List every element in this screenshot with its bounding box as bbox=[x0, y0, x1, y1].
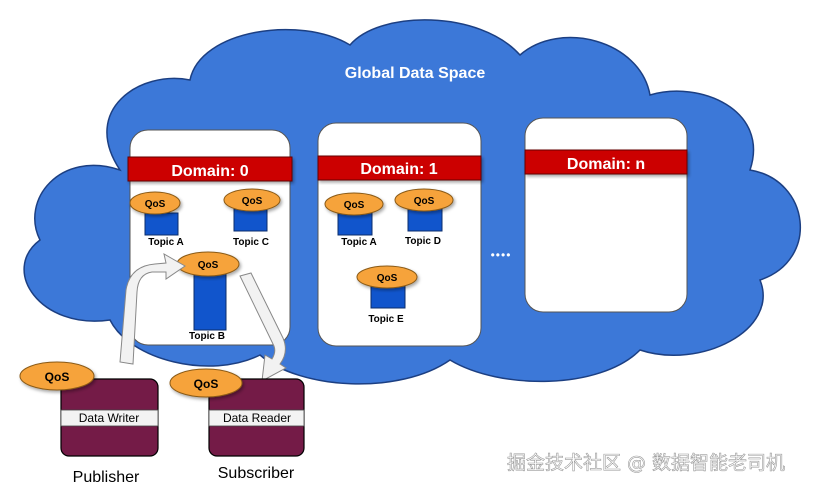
qos-label: QoS bbox=[414, 196, 435, 207]
topic-e-domain-1: QoS Topic E bbox=[356, 265, 418, 325]
publish-arrow bbox=[119, 253, 186, 365]
watermark: 掘金技术社区 @ 数据智能老司机 bbox=[507, 452, 785, 474]
global-data-space-title: Global Data Space bbox=[345, 65, 486, 82]
domain-n: Domain: n bbox=[524, 117, 688, 313]
data-reader-label: Data Reader bbox=[223, 411, 291, 425]
topic-a-domain-0: QoS Topic A bbox=[129, 191, 184, 248]
topic-label: Topic E bbox=[368, 314, 404, 325]
domain-1-label: Domain: 1 bbox=[360, 161, 437, 178]
subscribe-arrow bbox=[239, 272, 287, 382]
domain-n-label: Domain: n bbox=[567, 156, 645, 173]
qos-label: QoS bbox=[194, 377, 219, 391]
data-writer-label: Data Writer bbox=[79, 411, 139, 425]
topic-b-domain-0: QoS Topic B bbox=[176, 251, 240, 342]
topic-a-domain-1: QoS Topic A bbox=[324, 192, 384, 248]
topic-label: Topic A bbox=[341, 237, 377, 248]
topic-label: Topic D bbox=[405, 236, 441, 247]
topic-c-domain-0: QoS Topic C bbox=[223, 188, 281, 248]
data-writer: Data Writer QoS bbox=[19, 361, 159, 457]
qos-label: QoS bbox=[377, 273, 398, 284]
more-domains-ellipsis: •••• bbox=[491, 248, 512, 262]
topic-d-domain-1: QoS Topic D bbox=[394, 188, 454, 247]
topic-label: Topic B bbox=[189, 331, 225, 342]
subscriber-label: Subscriber bbox=[218, 465, 295, 482]
domain-1: Domain: 1 bbox=[317, 122, 482, 347]
publisher-label: Publisher bbox=[73, 469, 140, 486]
qos-label: QoS bbox=[344, 200, 365, 211]
domain-0-label: Domain: 0 bbox=[171, 163, 248, 180]
topic-label: Topic C bbox=[233, 237, 269, 248]
qos-label: QoS bbox=[198, 260, 219, 271]
data-reader: Data Reader QoS bbox=[169, 368, 305, 457]
topic-label: Topic A bbox=[148, 237, 184, 248]
qos-label: QoS bbox=[145, 199, 166, 210]
qos-label: QoS bbox=[242, 196, 263, 207]
qos-label: QoS bbox=[45, 370, 70, 384]
